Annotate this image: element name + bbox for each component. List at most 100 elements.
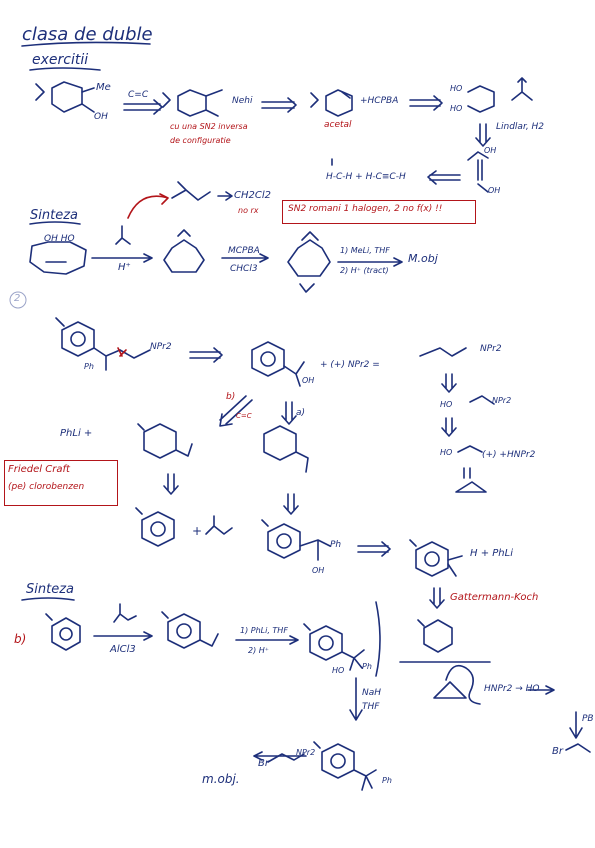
label-boxed-note: SN2 romani 1 halogen, 2 no f(x) !! [288, 204, 443, 214]
retro-arrow-4 [427, 170, 461, 185]
alkoxide-structure [313, 741, 377, 791]
label-nah: NaH [362, 688, 382, 698]
label-npr2-1: NPr2 [150, 342, 172, 352]
note-config: de configuratie [170, 136, 231, 145]
label-pb: PB [582, 714, 594, 724]
retro-arrow-a [281, 401, 297, 425]
label-gattermann: Gattermann-Koch [450, 592, 539, 603]
label-ph-product: Ph [330, 540, 342, 550]
label-oh-rt: OH [484, 146, 497, 155]
label-step2: 2) H⁺ (tract) [340, 266, 389, 275]
label-br-right: Br [552, 746, 563, 757]
acetone-structure [511, 77, 533, 101]
label-oh-rb: OH [488, 186, 501, 195]
label-me: Me [96, 82, 111, 93]
dioxane-structure-1 [35, 81, 95, 113]
label-npr2-right: NPr2 [480, 344, 502, 354]
chloroacetophenone [161, 611, 219, 649]
sinteza2-title: Sinteza [26, 582, 74, 597]
plus-sign-1: + [192, 524, 203, 538]
label-ho-2: HO [332, 666, 345, 675]
label-npr2-bottom: NPr2 [296, 748, 316, 757]
red-curved-arrow [127, 193, 169, 219]
page-subtitle: exercitii [32, 52, 89, 68]
label-step1: 1) MeLi, THF [340, 246, 390, 255]
arrow-pb [569, 711, 583, 739]
boxed-note [282, 200, 476, 224]
label-oh-product: OH [312, 566, 325, 575]
arrow-phli [235, 635, 299, 645]
label-ho-right: HO [440, 448, 453, 457]
chlorobenzaldehyde-2 [409, 539, 463, 577]
retro-arrow-s2 [189, 347, 223, 363]
epoxide-bottom [433, 681, 467, 699]
label-npr2-mid: NPr2 [492, 396, 512, 405]
label-b-2: b) [14, 632, 27, 646]
label-oh-ho: OH HO [44, 234, 75, 244]
dioxane-structure-2 [162, 89, 223, 117]
curved-arrow-bottom [445, 664, 481, 705]
section2-number: 2 [14, 293, 21, 304]
acetone-sinteza [115, 225, 131, 245]
label-ph-bottom: Ph [382, 776, 392, 785]
label-h-plus-2: 2) H⁺ [248, 646, 269, 655]
epoxide-ring [287, 231, 331, 293]
retro-arrow-1 [123, 99, 163, 115]
acetyl-chloride [205, 515, 233, 535]
chlorobenzene-3 [45, 613, 81, 651]
note-sn2: cu una SN2 inversa [170, 122, 248, 131]
label-h-plus: H⁺ [118, 262, 131, 273]
retro-arrow-b [219, 395, 253, 427]
label-ph-1: Ph [84, 362, 94, 371]
retro-arrow-down-3 [441, 417, 457, 437]
dichloro-structure [171, 181, 211, 201]
label-cc-small: C=C [236, 412, 252, 420]
sinteza1-underline [29, 221, 81, 225]
label-hnpr2-ho: HNPr2 → HO [484, 684, 540, 694]
chlorobenzene-2 [135, 507, 175, 547]
label-br: Br [258, 758, 269, 769]
diol-structure [467, 85, 495, 113]
label-oh: OH [94, 112, 108, 122]
label-chcl3: CHCl3 [230, 264, 258, 274]
tertiary-alcohol [303, 623, 365, 671]
label-phli-thf: 1) PhLi, THF [240, 626, 288, 635]
page-title: clasa de duble [22, 24, 153, 45]
label-mcpba: MCPBA [228, 246, 260, 256]
label-plus-npr2: + (+) NPr2 = [320, 360, 380, 370]
sinteza2-underline [21, 597, 75, 601]
acetal-structure [310, 89, 353, 117]
label-no-rx: no rx [238, 206, 259, 215]
label-oh-2: OH [302, 376, 315, 385]
label-cc: C=C [128, 90, 149, 100]
label-ph-2: Ph [362, 662, 372, 671]
bracket-line [375, 601, 381, 677]
label-friedel-2: (pe) clorobenzen [8, 482, 85, 492]
subtitle-underline [29, 67, 101, 71]
label-lindlar: Lindlar, H2 [496, 122, 545, 132]
chlorobenzene-aldehyde-1 [251, 341, 305, 387]
chlorobenzene-chain-1 [55, 317, 151, 371]
diol-ring-sinteza [29, 241, 87, 275]
bromo-right [565, 743, 591, 753]
retro-arrow-phli [357, 541, 391, 557]
dioxepine-ring [163, 229, 205, 273]
label-alcl3: AlCl3 [110, 644, 136, 655]
chain-ho-right [457, 445, 483, 453]
retro-arrow-alc [283, 493, 299, 515]
epoxide-small [455, 481, 487, 493]
label-ho-npr2: HO [440, 400, 453, 409]
retro-arrow-down-1 [475, 123, 491, 147]
chlorobenzaldehyde [137, 423, 193, 459]
arrow-h-plus [91, 253, 153, 263]
butynediol-structure [467, 151, 489, 193]
label-b-1: b) [226, 392, 236, 402]
sinteza1-title: Sinteza [30, 208, 78, 223]
label-phli: PhLi + [60, 428, 93, 439]
label-ch2o-row: H-C-H + H-C≡C-H [326, 172, 406, 182]
label-hnpr2: (+) +HNPr2 [482, 450, 536, 460]
arrow-alcl3 [93, 631, 153, 641]
retro-arrow-gk [429, 587, 445, 609]
chlorophenyl-alcohol [261, 519, 331, 561]
